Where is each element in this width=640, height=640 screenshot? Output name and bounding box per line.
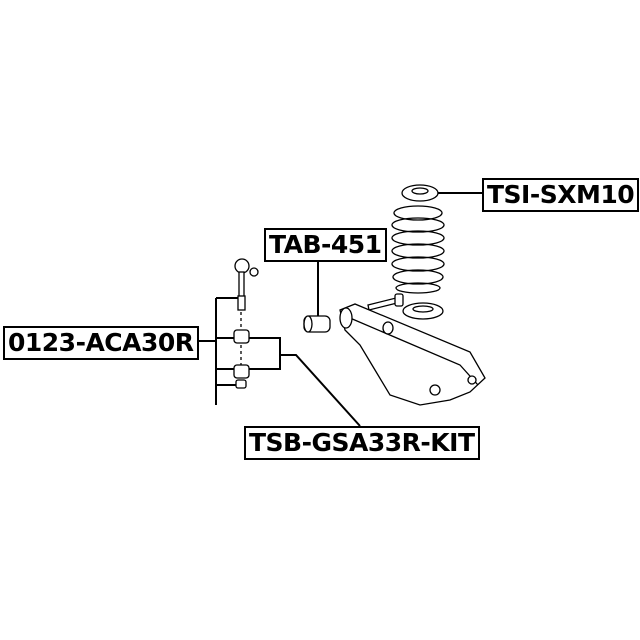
lower-seat-drawing bbox=[402, 302, 444, 320]
coil-spring-drawing bbox=[391, 205, 445, 294]
upper-insulator-drawing bbox=[401, 184, 439, 202]
bolt-drawing bbox=[367, 293, 404, 311]
part-label-tab-451: TAB-451 bbox=[264, 228, 387, 262]
part-label-0123-aca30r: 0123-ACA30R bbox=[3, 326, 199, 360]
arm-bushing-drawing bbox=[303, 315, 331, 333]
leader-tsb bbox=[248, 337, 281, 370]
part-label-tsb-gsa33r-kit: TSB-GSA33R-KIT bbox=[244, 426, 480, 460]
part-label-tsi-sxm10: TSI-SXM10 bbox=[482, 178, 640, 212]
trailing-arm-drawing bbox=[339, 303, 486, 406]
stabilizer-link-drawing bbox=[233, 258, 259, 389]
